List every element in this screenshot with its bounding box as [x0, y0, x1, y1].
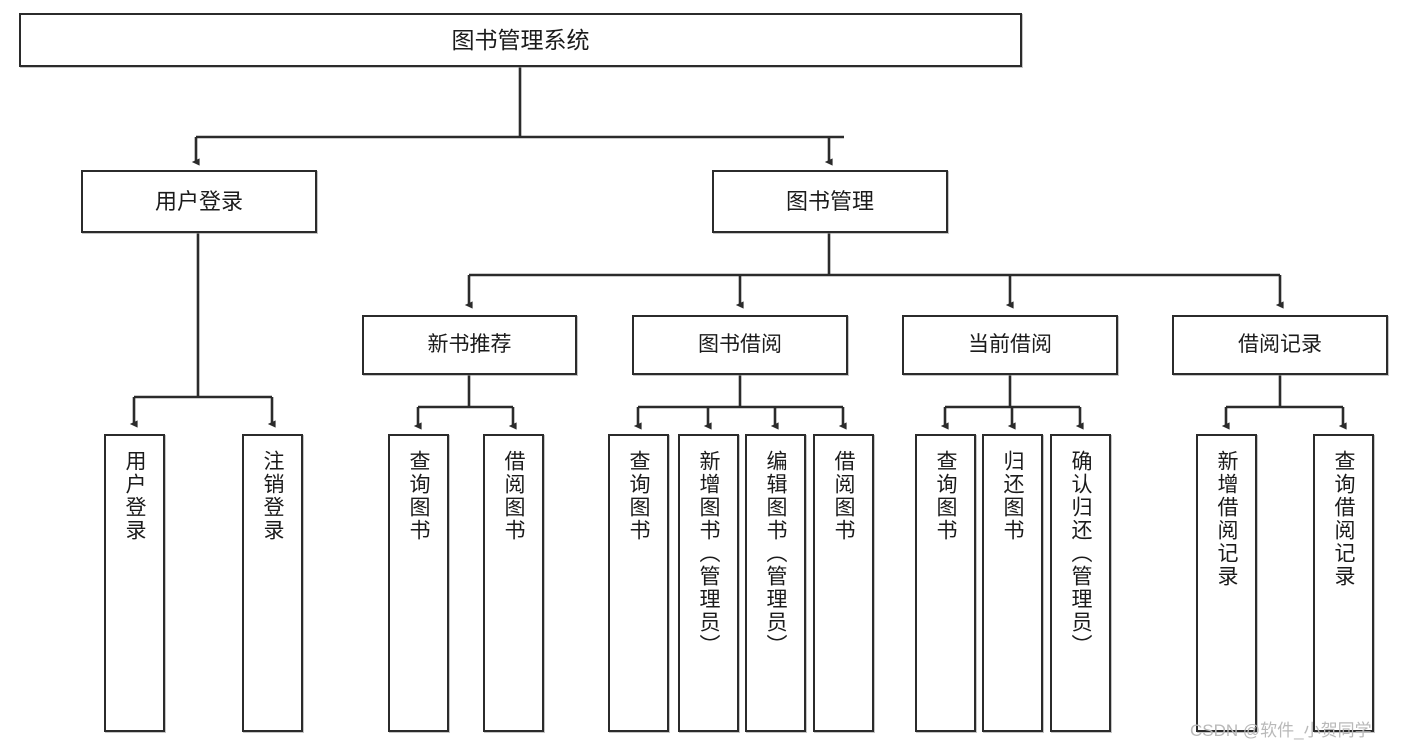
node-label: 用户登录	[123, 450, 146, 542]
node-leaf-user-login[interactable]: 用户登录	[104, 434, 165, 732]
node-book-borrow[interactable]: 图书借阅	[632, 315, 848, 375]
watermark-text: CSDN @软件_小贺同学	[1190, 721, 1372, 740]
node-leaf-logout[interactable]: 注销登录	[242, 434, 303, 732]
node-leaf-query-book-current[interactable]: 查询图书	[915, 434, 976, 732]
node-label: 借阅图书	[502, 450, 525, 542]
node-label: 查询图书	[627, 450, 650, 542]
node-leaf-add-book-admin[interactable]: 新增图书（管理员）	[678, 434, 739, 732]
node-leaf-edit-book-admin[interactable]: 编辑图书（管理员）	[745, 434, 806, 732]
node-label: 当前借阅	[968, 332, 1052, 356]
node-leaf-confirm-return-admin[interactable]: 确认归还（管理员）	[1050, 434, 1111, 732]
node-leaf-query-book-recommend[interactable]: 查询图书	[388, 434, 449, 732]
node-current-borrow[interactable]: 当前借阅	[902, 315, 1118, 375]
node-label: 归还图书	[1001, 450, 1024, 542]
node-label: 借阅记录	[1238, 332, 1322, 356]
node-leaf-borrow-book-recommend[interactable]: 借阅图书	[483, 434, 544, 732]
node-label: 查询图书	[407, 450, 430, 542]
node-user-login[interactable]: 用户登录	[81, 170, 317, 233]
node-label: 查询借阅记录	[1332, 450, 1355, 588]
node-label: 查询图书	[934, 450, 957, 542]
node-label: 用户登录	[154, 188, 243, 214]
node-label: 借阅图书	[832, 450, 855, 542]
node-label: 注销登录	[261, 450, 284, 542]
node-label: 新增图书（管理员）	[697, 450, 720, 657]
node-label: 编辑图书（管理员）	[764, 450, 787, 657]
node-label: 图书管理	[785, 188, 874, 214]
node-leaf-return-book[interactable]: 归还图书	[982, 434, 1043, 732]
node-label: 图书借阅	[698, 332, 782, 356]
node-book-management[interactable]: 图书管理	[712, 170, 948, 233]
node-label: 新增借阅记录	[1215, 450, 1238, 588]
node-leaf-borrow-book[interactable]: 借阅图书	[813, 434, 874, 732]
node-label: 图书管理系统	[451, 26, 590, 53]
node-new-book-recommend[interactable]: 新书推荐	[362, 315, 577, 375]
node-label: 新书推荐	[427, 332, 512, 356]
node-borrow-record[interactable]: 借阅记录	[1172, 315, 1388, 375]
node-root-system[interactable]: 图书管理系统	[19, 13, 1022, 67]
node-leaf-query-book-borrow[interactable]: 查询图书	[608, 434, 669, 732]
node-leaf-query-borrow-record[interactable]: 查询借阅记录	[1313, 434, 1374, 732]
node-label: 确认归还（管理员）	[1069, 450, 1092, 657]
node-leaf-add-borrow-record[interactable]: 新增借阅记录	[1196, 434, 1257, 732]
